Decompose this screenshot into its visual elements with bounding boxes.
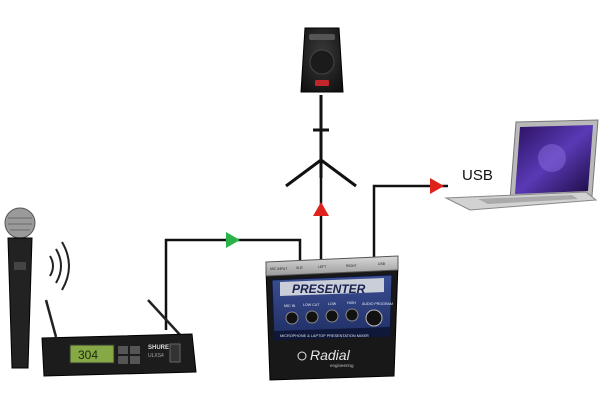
mixer-top-label: RIGHT [346,264,357,268]
usb-label: USB [462,167,493,184]
tripod-stand [286,95,356,186]
knob-audio-program [366,310,382,326]
mixer-brand: Radial [310,347,351,363]
knob-label: LOW [328,302,337,306]
knob-label: AUDIO PROGRAM [362,302,393,306]
receiver-model: ULXS4 [148,353,164,359]
cable-mixer-to-laptop [374,186,448,266]
mixer-brand-sub: engineering [330,363,354,368]
mixer-top-label: XLR [296,266,303,270]
knob-low-cut [306,311,318,323]
speaker-woofer [310,50,334,74]
knob-label: LOW CUT [303,303,320,307]
output-arrow-laptop [430,178,444,194]
pa-speaker [286,28,356,186]
mic-grille [5,208,35,238]
knob-high [346,309,358,321]
presenter-mixer: MIC INPUT XLR LEFT RIGHT USB PRESENTER M… [266,256,398,380]
knob-low [326,310,338,322]
mixer-subtitle: MICROPHONE & LAPTOP PRESENTATION MIXER [280,334,369,338]
receiver-brand: SHURE [148,345,169,351]
mixer-title: PRESENTER [292,282,366,296]
mixer-top-label: MIC INPUT [270,267,287,271]
receiver-display: 304 [78,348,98,362]
mic-body [8,238,32,368]
knob-label: HIGH [347,301,356,305]
knob-mic-level [286,312,298,324]
output-arrow-speaker [313,202,329,216]
wireless-signal-icon [50,242,69,290]
wireless-microphone [5,208,35,368]
wireless-receiver: 304 SHURE ULXS4 [42,300,196,376]
mixer-top-label: LEFT [318,265,326,269]
speaker-logo-badge [315,80,329,86]
input-arrow [226,232,240,248]
mixer-top-label: USB [378,262,386,266]
knob-label: MIC IN [284,304,296,308]
laptop [446,120,598,210]
